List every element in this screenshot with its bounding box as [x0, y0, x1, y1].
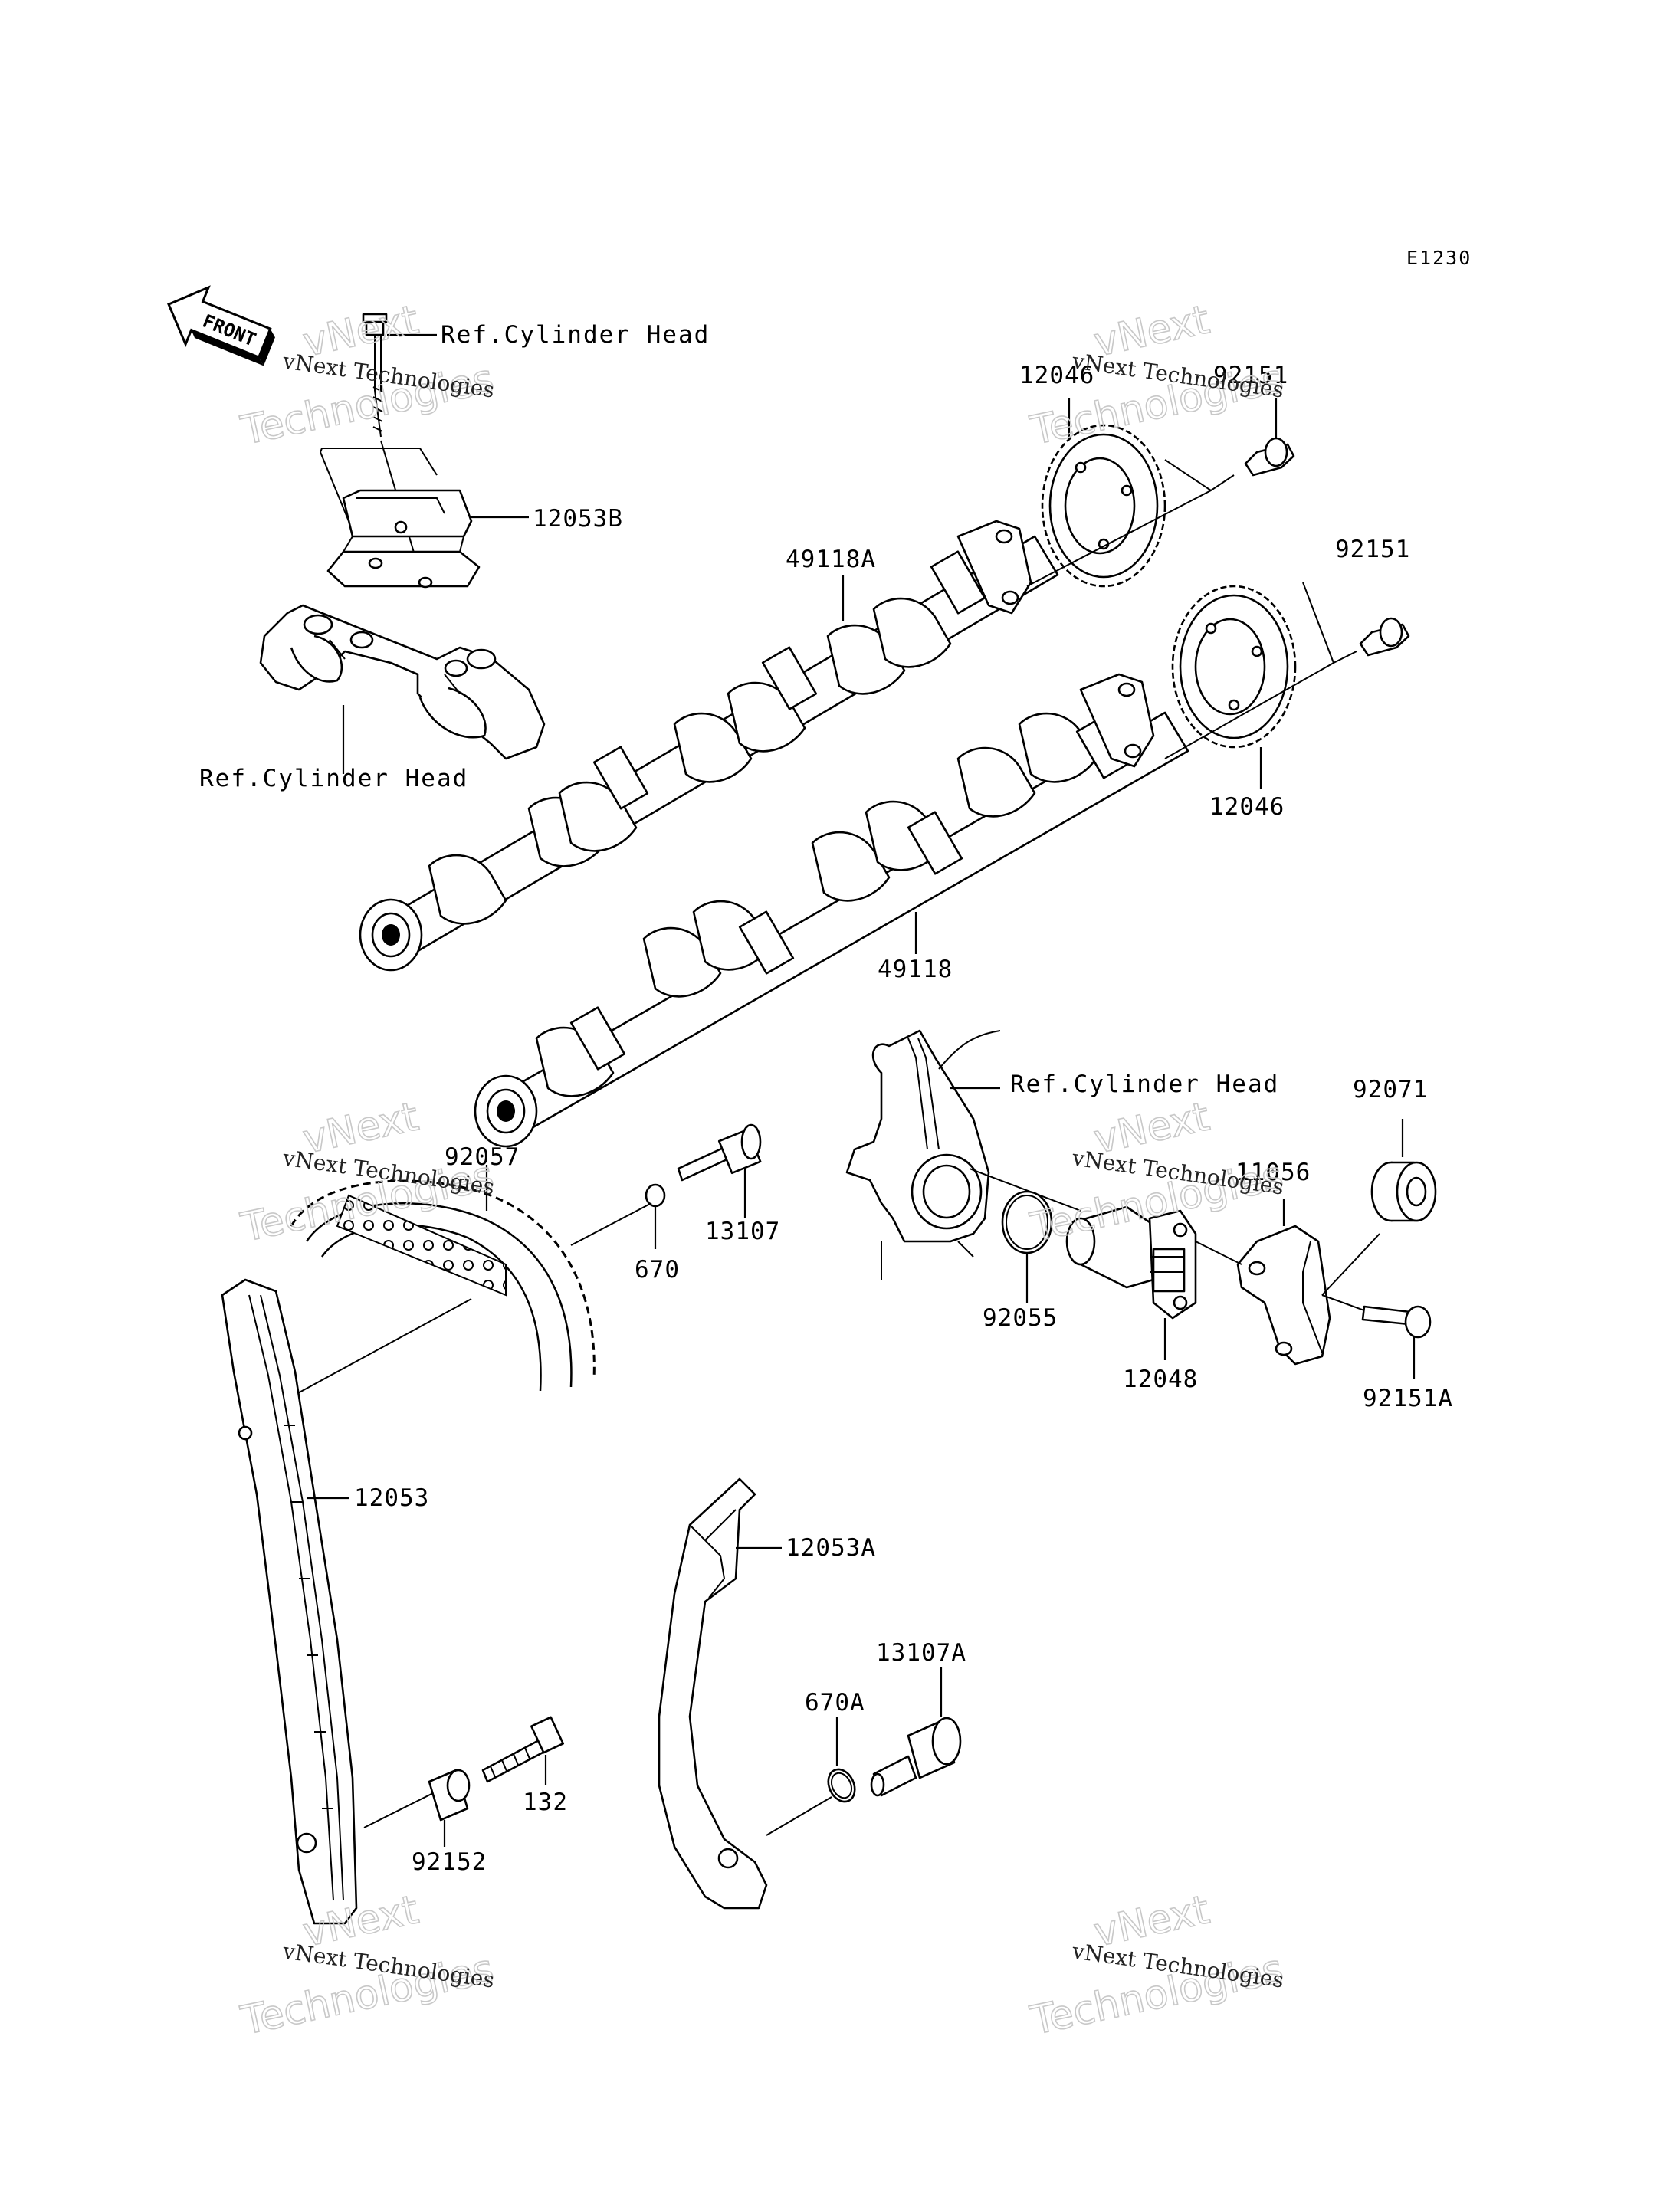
- chain-guide-12053: [221, 1278, 358, 1925]
- label-92071: 92071: [1353, 1076, 1428, 1103]
- bolt-132: [481, 1716, 565, 1783]
- cam-sprocket-12046-top: [1041, 424, 1166, 588]
- cam-chain-92057: [290, 1179, 596, 1392]
- chain-tensioner-12048: [1065, 1205, 1197, 1320]
- diagram-code: E1230: [1406, 247, 1472, 269]
- label-12053A: 12053A: [786, 1534, 876, 1562]
- cylinder-head-body: [845, 1029, 1001, 1280]
- cam-sprocket-12046-right: [1171, 585, 1297, 749]
- label-12048: 12048: [1123, 1366, 1198, 1393]
- label-92055: 92055: [983, 1304, 1058, 1332]
- label-ref-cylinder-head-top: Ref.Cylinder Head: [441, 321, 710, 349]
- label-92151-top: 92151: [1213, 362, 1288, 389]
- label-49118: 49118: [878, 956, 953, 983]
- label-12053: 12053: [354, 1484, 429, 1512]
- bolt-92151A: [1361, 1305, 1432, 1339]
- chain-guide-12053A: [658, 1477, 768, 1910]
- label-ref-cylinder-head-left: Ref.Cylinder Head: [199, 765, 468, 792]
- bolt-92151-right: [1359, 617, 1410, 657]
- label-13107A: 13107A: [876, 1639, 966, 1667]
- watermark-bottom-left: vNext Technologies vNext Technologies: [236, 1887, 498, 2045]
- cap-92071: [1370, 1161, 1437, 1222]
- label-13107: 13107: [705, 1218, 780, 1245]
- o-ring-670: [645, 1183, 666, 1208]
- gasket-11056: [1236, 1225, 1331, 1366]
- label-12053B: 12053B: [533, 505, 623, 533]
- label-11056: 11056: [1235, 1159, 1311, 1186]
- label-49118A: 49118A: [786, 546, 876, 573]
- watermark-bottom-right: vNext Technologies vNext Technologies: [1025, 1887, 1288, 2045]
- label-92151A: 92151A: [1363, 1385, 1453, 1412]
- label-92151-right: 92151: [1335, 536, 1410, 563]
- o-ring-670A: [827, 1768, 856, 1803]
- bolt-92151-top: [1244, 437, 1295, 477]
- label-12046-top: 12046: [1019, 362, 1094, 389]
- label-670A: 670A: [805, 1689, 865, 1717]
- label-92152: 92152: [412, 1848, 487, 1876]
- label-670: 670: [635, 1256, 680, 1284]
- bolt-13107: [677, 1123, 762, 1182]
- cam-chain-guide-holder-12053B: [320, 448, 481, 589]
- camshaft-49118A: [359, 520, 1059, 972]
- label-12046-right: 12046: [1209, 793, 1285, 821]
- collar-92152: [428, 1769, 471, 1822]
- front-arrow-icon: FRONT: [167, 285, 275, 366]
- bolt-13107A: [870, 1717, 962, 1797]
- label-92057: 92057: [445, 1143, 520, 1171]
- label-132: 132: [523, 1789, 568, 1816]
- cam-cap: [259, 604, 546, 760]
- camshaft-49118: [474, 673, 1189, 1148]
- label-ref-cylinder-head-right: Ref.Cylinder Head: [1010, 1071, 1279, 1098]
